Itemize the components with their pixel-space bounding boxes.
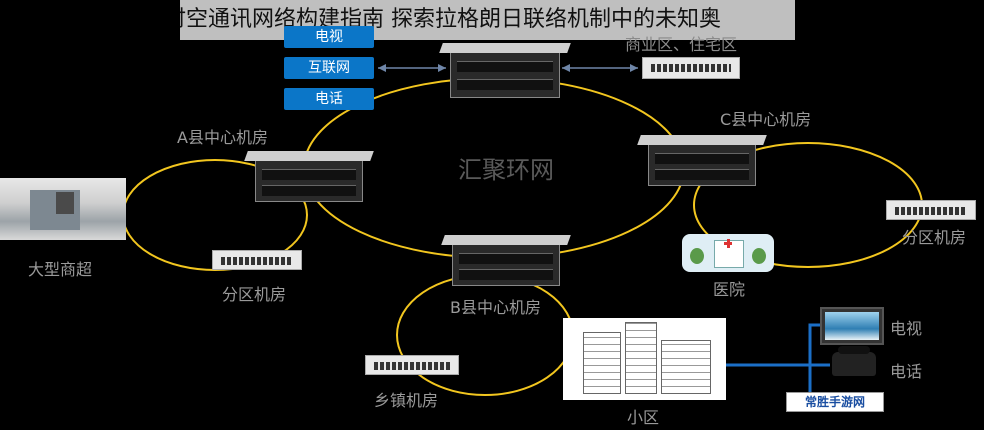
tv-label: 电视	[890, 319, 923, 338]
hospital-icon	[682, 234, 774, 272]
town-label: 乡镇机房	[374, 391, 439, 410]
c-county-router	[637, 135, 767, 186]
mall-photo	[0, 178, 126, 240]
community-label: 小区	[627, 408, 660, 427]
a-center-label: A县中心机房	[177, 128, 268, 147]
branch-right-label: 分区机房	[902, 228, 967, 247]
business-label: 商业区、住宅区	[625, 35, 738, 54]
b-center-label: B县中心机房	[450, 298, 541, 317]
overlay-title: 时空通讯网络构建指南 探索拉格朗日联络机制中的未知奥	[180, 7, 721, 32]
hub-label: 汇聚环网	[458, 156, 554, 184]
arrow-left-icon	[562, 64, 570, 72]
service-link-tv	[808, 323, 822, 365]
town-switch	[365, 355, 459, 375]
watermark-logo: 常胜手游网	[786, 392, 884, 412]
internet-service-button[interactable]: 互联网	[284, 57, 374, 79]
a-county-router	[244, 151, 374, 202]
business-switch	[642, 57, 740, 79]
phone-label: 电话	[890, 362, 923, 381]
b-county-router	[441, 235, 571, 286]
core-router	[439, 43, 571, 98]
branch-left-label: 分区机房	[222, 285, 287, 304]
tv-service-button[interactable]: 电视	[284, 26, 374, 48]
right-branch-switch	[886, 200, 976, 220]
arrow-right-icon	[438, 64, 446, 72]
b-county-ring	[396, 274, 574, 396]
watermark-text: 常胜手游网	[804, 395, 865, 409]
tv-icon	[820, 307, 884, 345]
phone-icon	[832, 346, 876, 376]
arrow-right-icon	[630, 64, 638, 72]
overlay-title-bar: 时空通讯网络构建指南 探索拉格朗日联络机制中的未知奥	[180, 0, 795, 40]
mall-label: 大型商超	[28, 260, 93, 279]
left-branch-switch	[212, 250, 302, 270]
c-center-label: C县中心机房	[720, 110, 812, 129]
arrow-left-icon	[378, 64, 386, 72]
hospital-label: 医院	[713, 280, 746, 299]
community-sketch	[563, 318, 726, 400]
phone-service-button[interactable]: 电话	[284, 88, 374, 110]
